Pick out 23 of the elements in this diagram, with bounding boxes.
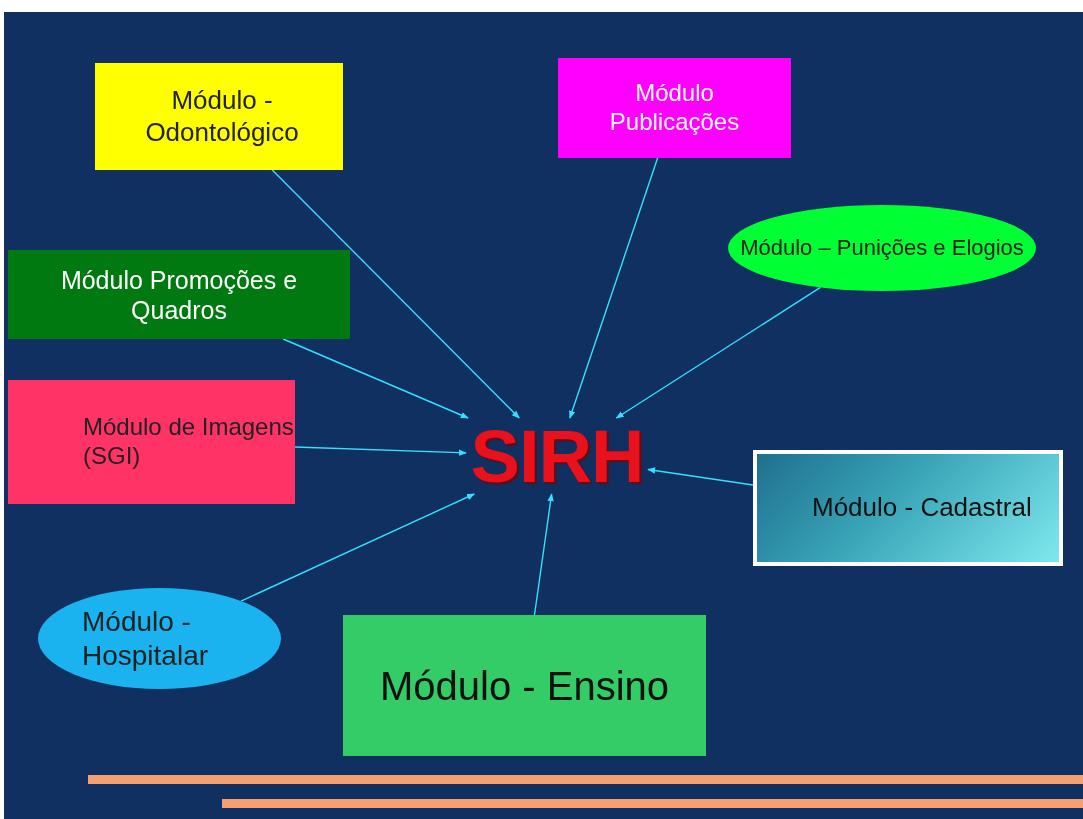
arrow (615, 286, 822, 419)
node-text: Módulo - Odontológico (144, 85, 300, 148)
arrow (271, 169, 520, 419)
node-text: Módulo Publicações (608, 79, 741, 137)
arrow (282, 338, 469, 419)
module-box (753, 450, 1063, 566)
arrow (294, 446, 467, 456)
arrow (240, 493, 475, 602)
node-text: Módulo - Ensino (379, 662, 669, 710)
node-text: Módulo de Imagens (SGI) (83, 413, 295, 471)
arrow (569, 157, 659, 419)
module-box (343, 615, 706, 756)
module-box (8, 380, 295, 504)
arrow (647, 467, 754, 486)
title-text: SIRH (470, 413, 644, 499)
module-box (95, 63, 343, 170)
arrow (533, 493, 554, 616)
node-text: Módulo - Cadastral (812, 492, 1032, 524)
module-box (8, 250, 350, 339)
node-text: Módulo – Punições e Elogios (740, 234, 1024, 262)
node-text: Módulo - Hospitalar (82, 604, 210, 673)
module-box (558, 58, 791, 158)
node-text: Módulo Promoções e Quadros (59, 264, 299, 325)
